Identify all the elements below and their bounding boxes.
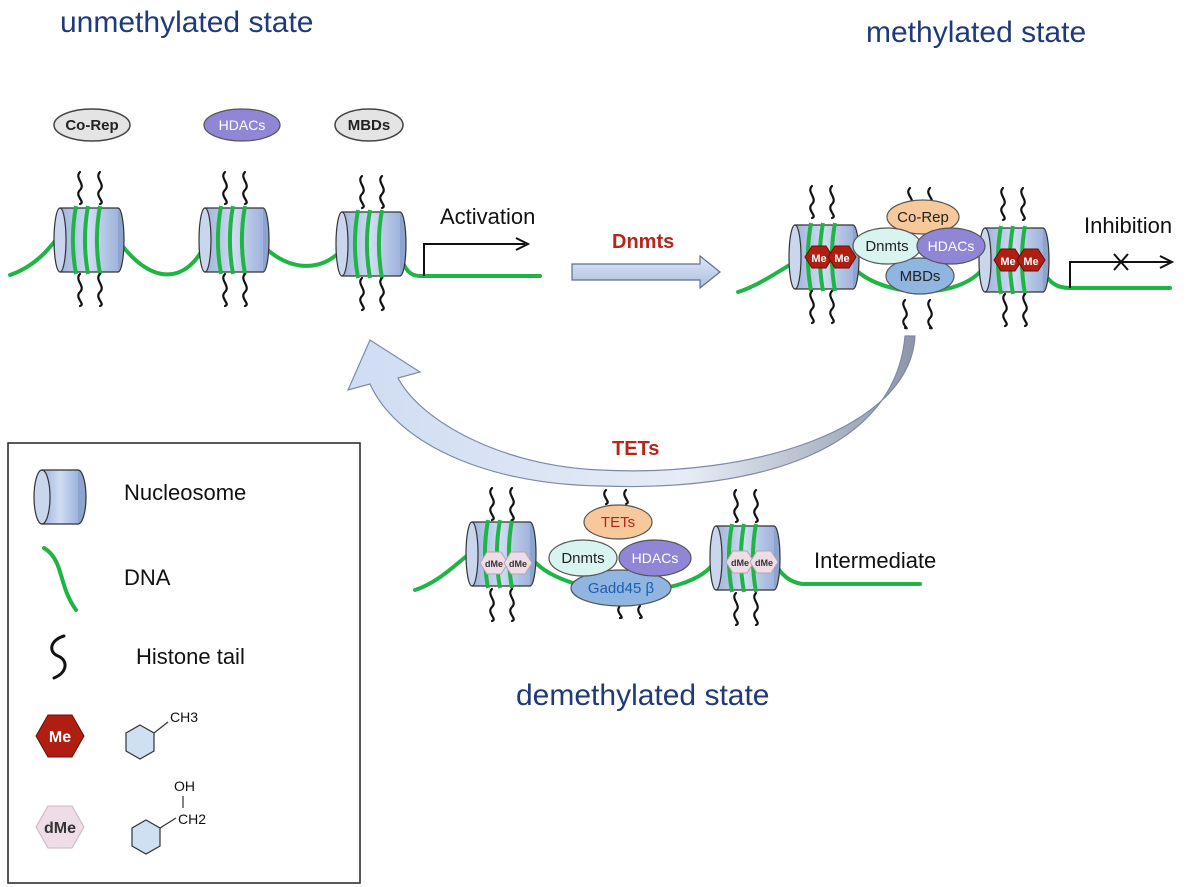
legend-ch3-label: CH3 bbox=[170, 709, 198, 725]
dnmts-protein-complex: Dnmts bbox=[852, 227, 922, 265]
svg-text:dMe: dMe bbox=[731, 558, 749, 568]
dme-mark-d1b: dMe bbox=[503, 551, 533, 575]
svg-text:dMe: dMe bbox=[44, 820, 76, 837]
legend-dna-icon bbox=[42, 546, 78, 612]
svg-text:HDACs: HDACs bbox=[632, 550, 679, 566]
intermediate-label: Intermediate bbox=[814, 548, 936, 573]
svg-text:Me: Me bbox=[834, 253, 849, 265]
tets-enzyme-label: TETs bbox=[612, 438, 659, 460]
svg-text:dMe: dMe bbox=[509, 559, 527, 569]
legend-ch2-label: CH2 bbox=[178, 811, 206, 827]
svg-text:Dnmts: Dnmts bbox=[865, 238, 908, 255]
co-rep-label: Co-Rep bbox=[65, 117, 118, 134]
gadd45-protein-complex: Gadd45 β bbox=[570, 569, 672, 607]
hdacs-protein-top: HDACs bbox=[203, 108, 281, 142]
methylated-state-title: methylated state bbox=[866, 16, 1086, 49]
legend-nucleosome-label: Nucleosome bbox=[124, 480, 246, 505]
histone-tails-unmethylated bbox=[77, 170, 385, 312]
svg-text:dMe: dMe bbox=[755, 558, 773, 568]
histone-tails-demethylated bbox=[489, 486, 759, 627]
nucleosome-1 bbox=[53, 205, 125, 275]
svg-text:TETs: TETs bbox=[601, 514, 635, 531]
legend: Nucleosome DNA Histone tail Me CH3 dMe O… bbox=[7, 442, 361, 884]
dme-mark-d2b: dMe bbox=[749, 550, 779, 574]
svg-text:Me: Me bbox=[1023, 256, 1038, 268]
legend-nucleosome-icon bbox=[33, 469, 87, 525]
nucleosome-d2 bbox=[709, 523, 781, 593]
dnmts-forward-arrow bbox=[571, 254, 721, 290]
mbds-label: MBDs bbox=[348, 117, 391, 134]
me-mark-m2a: Me bbox=[993, 248, 1023, 272]
legend-dna-label: DNA bbox=[124, 565, 171, 590]
co-rep-protein-top: Co-Rep bbox=[53, 108, 131, 142]
inhibition-cross bbox=[1113, 253, 1129, 271]
unmethylated-state-title: unmethylated state bbox=[60, 6, 314, 39]
dnmts-enzyme-label: Dnmts bbox=[612, 231, 674, 253]
tets-protein-complex: TETs bbox=[583, 504, 653, 540]
svg-text:dMe: dMe bbox=[485, 559, 503, 569]
svg-text:Co-Rep: Co-Rep bbox=[897, 209, 949, 226]
activation-arrow bbox=[423, 243, 525, 276]
svg-text:Dnmts: Dnmts bbox=[561, 550, 604, 567]
legend-me-icon: Me bbox=[35, 714, 85, 758]
svg-text:Me: Me bbox=[49, 729, 71, 746]
legend-ch2oh-ring-icon bbox=[131, 796, 184, 855]
inhibition-arrow bbox=[1069, 261, 1170, 288]
svg-text:Me: Me bbox=[1000, 256, 1015, 268]
legend-dme-icon: dMe bbox=[35, 805, 85, 849]
svg-text:Me: Me bbox=[811, 253, 826, 265]
legend-ch3-ring-icon bbox=[125, 721, 169, 760]
dme-mark-d1a: dMe bbox=[479, 551, 509, 575]
hdacs-protein-demethylated: HDACs bbox=[618, 539, 692, 577]
svg-text:HDACs: HDACs bbox=[928, 238, 975, 254]
hdacs-label: HDACs bbox=[219, 117, 266, 133]
tets-return-arrow bbox=[346, 335, 916, 488]
hdacs-protein-complex: HDACs bbox=[916, 227, 986, 265]
legend-oh-label: OH bbox=[174, 778, 195, 794]
me-mark-m1a: Me bbox=[804, 245, 834, 269]
nucleosome-3 bbox=[335, 209, 407, 279]
mbds-protein-complex: MBDs bbox=[885, 257, 955, 295]
me-mark-m2b: Me bbox=[1016, 248, 1046, 272]
svg-text:MBDs: MBDs bbox=[900, 268, 941, 285]
dna-strand-unmethylated bbox=[8, 233, 542, 278]
inhibition-label: Inhibition bbox=[1084, 213, 1172, 238]
svg-text:Gadd45 β: Gadd45 β bbox=[588, 580, 655, 597]
legend-histone-tail-label: Histone tail bbox=[136, 644, 245, 669]
demethylated-state-title: demethylated state bbox=[516, 679, 770, 712]
legend-histone-tail-icon bbox=[50, 634, 67, 680]
activation-label: Activation bbox=[440, 204, 535, 229]
nucleosome-2 bbox=[198, 205, 270, 275]
mbds-protein-top: MBDs bbox=[334, 108, 404, 142]
dnmts-protein-demethylated: Dnmts bbox=[548, 539, 618, 577]
dme-mark-d2a: dMe bbox=[725, 550, 755, 574]
me-mark-m1b: Me bbox=[827, 245, 857, 269]
co-rep-protein-complex: Co-Rep bbox=[886, 199, 960, 235]
